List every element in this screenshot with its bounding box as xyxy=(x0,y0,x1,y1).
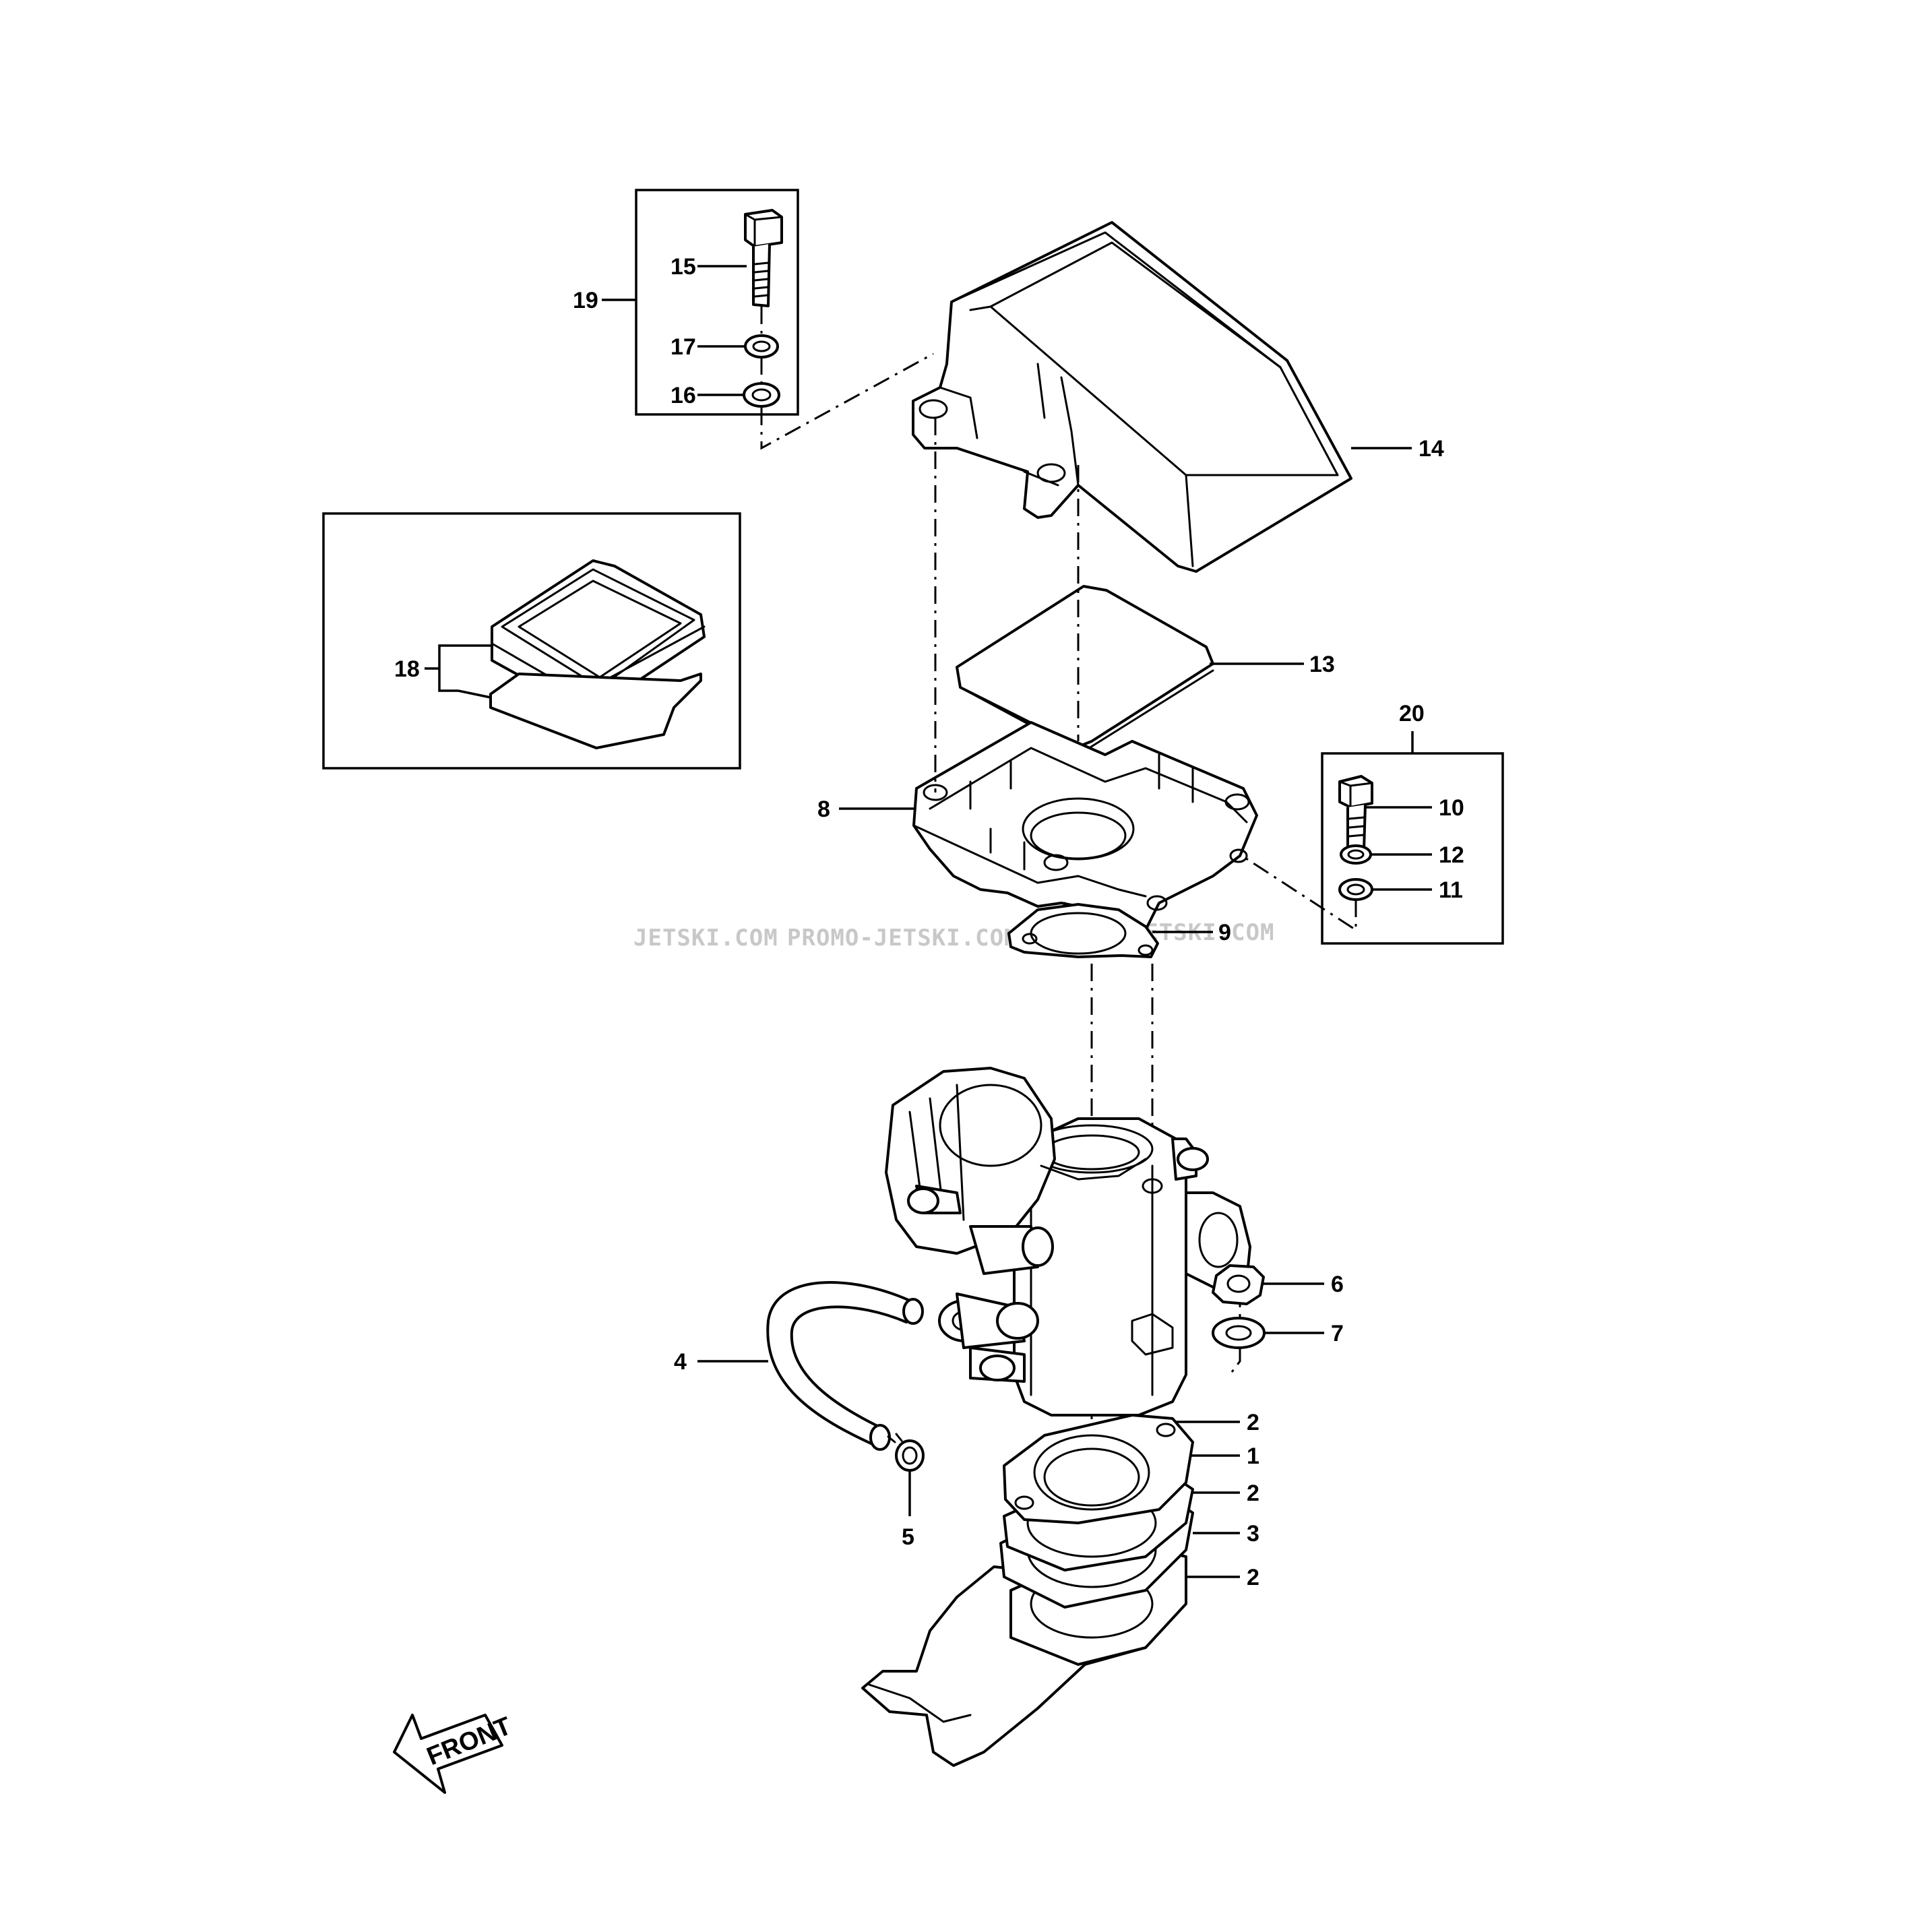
callout-15: 15 xyxy=(671,254,696,280)
callout-9: 9 xyxy=(1218,920,1231,945)
bolt-10-drawing xyxy=(1338,775,1373,852)
callout-19: 19 xyxy=(573,288,598,313)
callout-5: 5 xyxy=(902,1524,914,1550)
callout-13: 13 xyxy=(1309,652,1335,677)
bolt-15-drawing xyxy=(744,209,783,307)
callout-2-bottom: 2 xyxy=(1247,1565,1259,1590)
washer-16-drawing xyxy=(743,382,780,408)
bolt-19-alignment-line xyxy=(760,352,934,450)
callout-3: 3 xyxy=(1247,1521,1259,1547)
watermark: JETSKI.COM PROMO-JETSKI.COM PROMO-JETSKI… xyxy=(633,919,1274,952)
callout-4: 4 xyxy=(674,1349,687,1375)
callout-14: 14 xyxy=(1419,436,1444,462)
callout-12: 12 xyxy=(1439,842,1464,868)
front-direction-arrow: FRONT xyxy=(393,1712,516,1794)
callout-16: 16 xyxy=(671,383,696,408)
carburetor-drawing xyxy=(885,1067,1251,1416)
watermark-text-1: JETSKI.COM xyxy=(633,925,778,952)
filter-element-18-box xyxy=(322,512,741,770)
watermark-text-2: PROMO-JETSKI.COM xyxy=(787,925,1019,952)
callout-7: 7 xyxy=(1331,1321,1344,1346)
callout-10: 10 xyxy=(1439,795,1464,821)
callout-20: 20 xyxy=(1399,701,1425,726)
fuel-hose-4-drawing xyxy=(766,1281,924,1451)
callout-11: 11 xyxy=(1439,877,1463,903)
washer-7-drawing xyxy=(1212,1317,1266,1349)
air-filter-13-drawing xyxy=(956,585,1214,754)
callout-18: 18 xyxy=(394,656,420,682)
callout-8: 8 xyxy=(817,797,830,822)
bolt-kit-19-box xyxy=(635,189,799,416)
bolt-kit-20-box xyxy=(1321,752,1504,945)
callout-6: 6 xyxy=(1331,1272,1344,1297)
air-box-base-8-drawing xyxy=(912,721,1258,941)
air-box-cover-14-drawing xyxy=(912,221,1352,573)
callout-1: 1 xyxy=(1247,1443,1259,1469)
kit-box-18 xyxy=(322,512,741,770)
hose-clamp-5-drawing xyxy=(887,1433,925,1472)
callout-2-middle: 2 xyxy=(1247,1481,1259,1506)
leader-lines xyxy=(425,265,1432,1578)
lock-washer-12-drawing xyxy=(1340,844,1372,865)
kit-box-19 xyxy=(635,189,799,416)
bolt-20-alignment-line xyxy=(1239,853,1357,932)
lock-washer-17-drawing xyxy=(744,334,779,359)
callout-2-top: 2 xyxy=(1247,1410,1259,1435)
gasket-9-drawing xyxy=(1007,903,1159,958)
spacer-stack-drawing xyxy=(861,1414,1194,1767)
callout-17: 17 xyxy=(671,334,696,360)
callout-numbers: 15 17 16 19 14 13 18 20 8 10 12 11 9 6 7… xyxy=(394,254,1464,1590)
nut-6-drawing xyxy=(1212,1264,1265,1305)
washer-11-drawing xyxy=(1338,878,1373,901)
